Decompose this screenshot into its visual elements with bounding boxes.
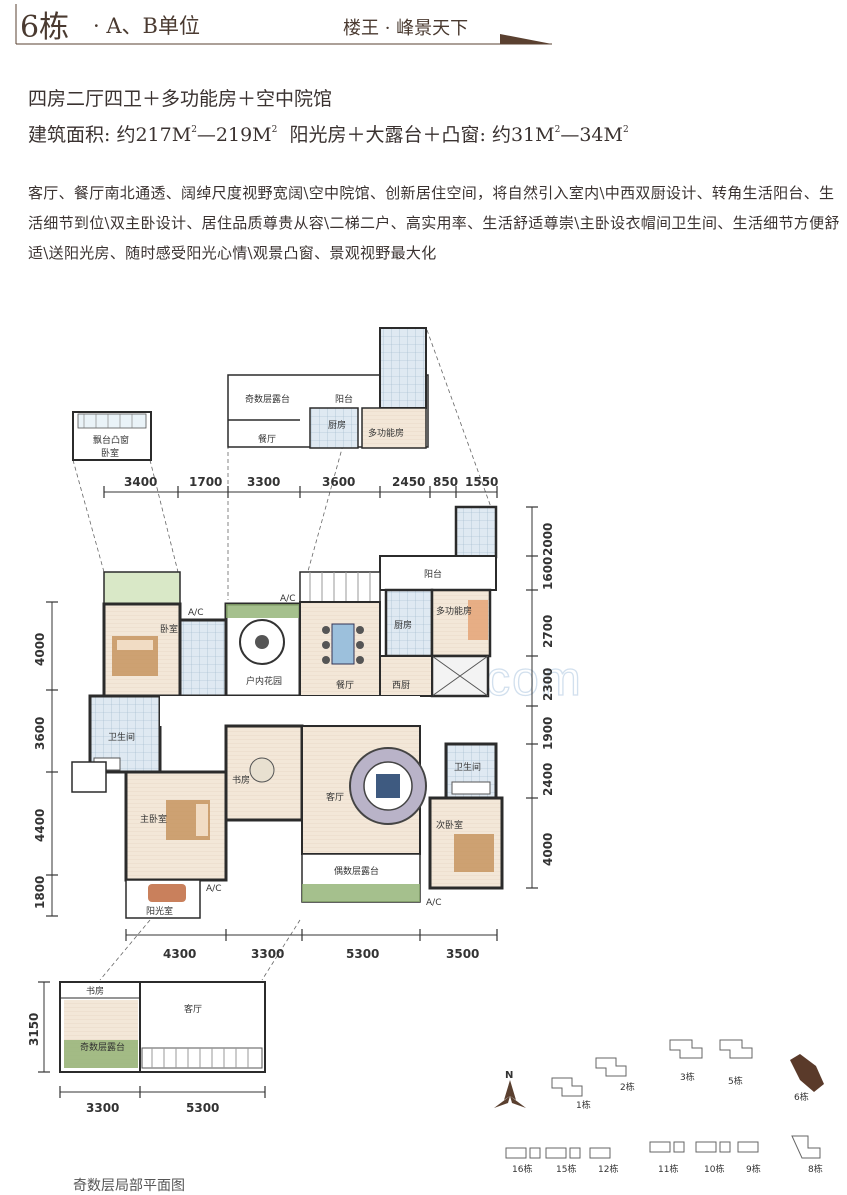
dining-inset-label: 餐厅 xyxy=(258,433,276,445)
building-6-highlight xyxy=(790,1054,824,1092)
balcony-inset-label: 阳台 xyxy=(335,393,353,405)
living-inset-label: 客厅 xyxy=(184,1003,202,1015)
dim-top-3: 3300 xyxy=(247,475,280,489)
right-dimensions: 2000 1600 2700 2300 1900 2400 4000 xyxy=(526,506,555,889)
odd-terrace-inset-label: 奇数层露台 xyxy=(80,1041,125,1053)
site-bldg-11: 11栋 xyxy=(658,1163,678,1175)
dim-left-1: 4000 xyxy=(33,633,47,666)
site-bldg-3: 3栋 xyxy=(680,1071,695,1083)
layout-summary: 四房二厅四卫＋多功能房＋空中院馆 xyxy=(28,88,333,110)
site-bldg-1: 1栋 xyxy=(576,1099,591,1111)
dim-right-6: 2400 xyxy=(541,763,555,796)
courtyard-label: 户内花园 xyxy=(246,675,282,687)
dim-right-2: 1600 xyxy=(541,557,555,590)
bedroom-top-label: 卧室 xyxy=(101,447,119,459)
bathroom-right-label: 卫生间 xyxy=(454,761,481,773)
living-label: 客厅 xyxy=(326,791,344,803)
header-rule xyxy=(15,4,552,45)
dining-label: 餐厅 xyxy=(336,679,354,691)
left-dimensions: 4000 3600 4400 1800 xyxy=(33,601,58,917)
balcony-label: 阳台 xyxy=(424,568,442,580)
dim-right-7: 4000 xyxy=(541,833,555,866)
building-number: 6栋 xyxy=(20,10,70,45)
dim-bottom-3: 5300 xyxy=(346,947,379,961)
dim-right-1: 2000 xyxy=(541,523,555,556)
bay-window-label: 飘台凸窗 xyxy=(93,434,129,446)
site-bldg-15: 15栋 xyxy=(556,1163,576,1175)
dim-left-4: 1800 xyxy=(33,876,47,909)
site-bldg-2: 2栋 xyxy=(620,1081,635,1093)
ac-label-4: A/C xyxy=(426,898,441,908)
odd-floor-inset: 书房 客厅 奇数层露台 3150 3300 5300 xyxy=(27,981,266,1115)
slogan: 楼王 · 峰景天下 xyxy=(343,18,469,39)
dim-top-4: 3600 xyxy=(322,475,355,489)
terrace-bottom-label: 偶数层露台 xyxy=(334,865,379,877)
dim-bottom-1: 4300 xyxy=(163,947,196,961)
north-label: N xyxy=(505,1070,513,1081)
top-dimensions: 3400 1700 3300 3600 2450 850 1550 xyxy=(103,475,498,498)
unit-label: · A、B单位 xyxy=(93,14,200,38)
inset-caption: 奇数层局部平面图 xyxy=(73,1178,185,1194)
site-bldg-5: 5栋 xyxy=(728,1075,743,1087)
site-bldg-16: 16栋 xyxy=(512,1163,532,1175)
dim-top-1: 3400 xyxy=(124,475,157,489)
kitchen-inset-label: 厨房 xyxy=(328,419,346,431)
area-summary: 建筑面积: 约217M2—219M2 阳光房＋大露台＋凸窗: 约31M2—34M… xyxy=(28,124,629,146)
site-bldg-6: 6栋 xyxy=(794,1091,809,1103)
site-bldg-12: 12栋 xyxy=(598,1163,618,1175)
study-inset-label: 书房 xyxy=(86,985,104,997)
kitchen-label: 厨房 xyxy=(394,619,412,631)
top-inset-plan: 奇数层露台 阳台 厨房 多功能房 餐厅 xyxy=(227,327,429,449)
study-label: 书房 xyxy=(232,774,250,786)
multi-room-inset-label: 多功能房 xyxy=(368,427,404,439)
bedroom-label: 卧室 xyxy=(160,623,178,635)
dim-right-3: 2700 xyxy=(541,615,555,648)
ac-label-2: A/C xyxy=(280,594,295,604)
ac-label-1: A/C xyxy=(188,608,203,618)
dim-right-4: 2300 xyxy=(541,668,555,701)
second-bedroom-label: 次卧室 xyxy=(436,819,463,831)
bathroom-left-label: 卫生间 xyxy=(108,731,135,743)
dim-inset-side: 3150 xyxy=(27,1013,41,1046)
master-bedroom-label: 主卧室 xyxy=(140,813,167,825)
site-bldg-10: 10栋 xyxy=(704,1163,724,1175)
site-bldg-9: 9栋 xyxy=(746,1163,761,1175)
dim-left-3: 4400 xyxy=(33,809,47,842)
main-plan: 阳台 厨房 多功能房 偶数层露台 卧室 A/C 户内花园 A/C xyxy=(71,505,504,919)
west-kitchen-label: 西厨 xyxy=(392,680,410,691)
dim-top-2: 1700 xyxy=(189,475,222,489)
dim-right-5: 1900 xyxy=(541,717,555,750)
floor-plan: www.szhome.com 飘台凸窗 卧室 奇数层露台 阳台 厨房 多功能房 … xyxy=(27,327,824,1175)
north-arrow-icon: N xyxy=(494,1070,526,1108)
dim-bottom-4: 3500 xyxy=(446,947,479,961)
multi-room-label: 多功能房 xyxy=(436,605,472,617)
bay-window-inset: 飘台凸窗 卧室 xyxy=(72,411,152,461)
feature-description: 客厅、餐厅南北通透、阔绰尺度视野宽阔\空中院馆、创新居住空间，将自然引入室内\中… xyxy=(28,184,840,262)
dim-top-5: 2450 xyxy=(392,475,425,489)
dim-top-6: 850 xyxy=(433,475,458,489)
bottom-dimensions: 4300 3300 5300 3500 xyxy=(125,929,498,961)
odd-terrace-label: 奇数层露台 xyxy=(245,393,290,405)
dim-inset-bottom-2: 5300 xyxy=(186,1101,219,1115)
dim-inset-bottom-1: 3300 xyxy=(86,1101,119,1115)
sunroom-label: 阳光室 xyxy=(146,905,173,917)
dim-bottom-2: 3300 xyxy=(251,947,284,961)
site-bldg-8: 8栋 xyxy=(808,1163,823,1175)
dim-top-7: 1550 xyxy=(465,475,498,489)
ac-label-3: A/C xyxy=(206,884,221,894)
site-plan: N 1栋 2栋 3栋 5栋 6栋 16栋 15栋 12栋 11栋 10栋 9栋 … xyxy=(494,1039,824,1175)
dim-left-2: 3600 xyxy=(33,717,47,750)
